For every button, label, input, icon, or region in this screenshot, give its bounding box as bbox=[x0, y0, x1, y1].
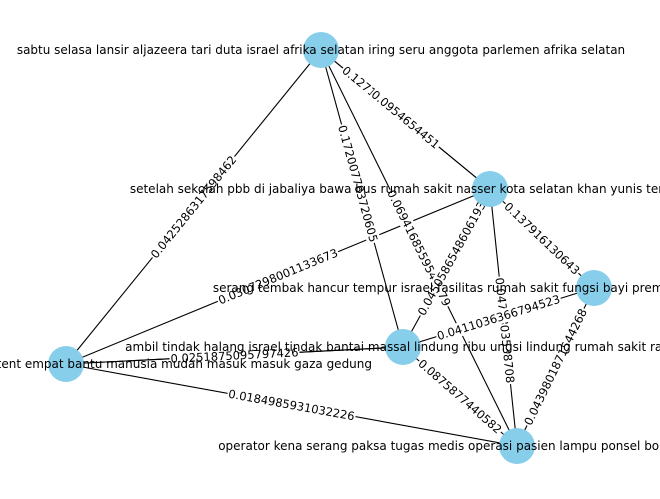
edge-weight-label: 0.0875877440582 bbox=[414, 355, 506, 438]
edge-weight-label: 0.137916130643 bbox=[500, 198, 584, 279]
node-d[interactable] bbox=[385, 329, 421, 365]
edge-weight-label: 0.0251875095797426 bbox=[169, 345, 300, 366]
node-label-f: operator kena serang paksa tugas medis o… bbox=[218, 439, 660, 453]
node-label-c: serang tembak hancur tempur israel fasil… bbox=[213, 281, 660, 295]
node-b[interactable] bbox=[472, 171, 508, 207]
node-label-e: setop jokowi scroll to continue with con… bbox=[0, 357, 372, 371]
node-a[interactable] bbox=[303, 32, 339, 68]
edge-weight-label: 0.0184985931032226 bbox=[226, 386, 357, 424]
nodes-layer bbox=[48, 32, 612, 464]
node-c[interactable] bbox=[576, 270, 612, 306]
node-label-b: setelah sekolah pbb di jabaliya bawa bus… bbox=[130, 182, 660, 196]
svg-text:0.0251875095797426: 0.0251875095797426 bbox=[170, 345, 299, 365]
edge-weight-label: 0.0425286317598462 bbox=[147, 152, 240, 262]
node-label-d: ambil tindak halang israel tindak bantai… bbox=[125, 340, 660, 354]
svg-text:0.0439801871544268: 0.0439801871544268 bbox=[521, 306, 590, 427]
edge-weight-label: 0.0439801871544268 bbox=[520, 305, 591, 429]
svg-text:0.0875877440582: 0.0875877440582 bbox=[415, 356, 504, 436]
node-labels-layer: sabtu selasa lansir aljazeera tari duta … bbox=[0, 43, 660, 453]
node-label-a: sabtu selasa lansir aljazeera tari duta … bbox=[17, 43, 625, 57]
svg-text:0.0954654451: 0.0954654451 bbox=[369, 87, 443, 151]
svg-text:0.0184985931032226: 0.0184985931032226 bbox=[227, 387, 355, 424]
edge-weight-label: 0.0307298001133673 bbox=[215, 245, 341, 308]
node-f[interactable] bbox=[499, 428, 535, 464]
node-e[interactable] bbox=[48, 346, 84, 382]
edge-weight-label: 0.0954654451 bbox=[367, 86, 444, 153]
svg-text:0.0425286317598462: 0.0425286317598462 bbox=[148, 153, 240, 261]
svg-text:0.137916130643: 0.137916130643 bbox=[501, 199, 582, 277]
svg-text:0.0307298001133673: 0.0307298001133673 bbox=[216, 246, 340, 308]
